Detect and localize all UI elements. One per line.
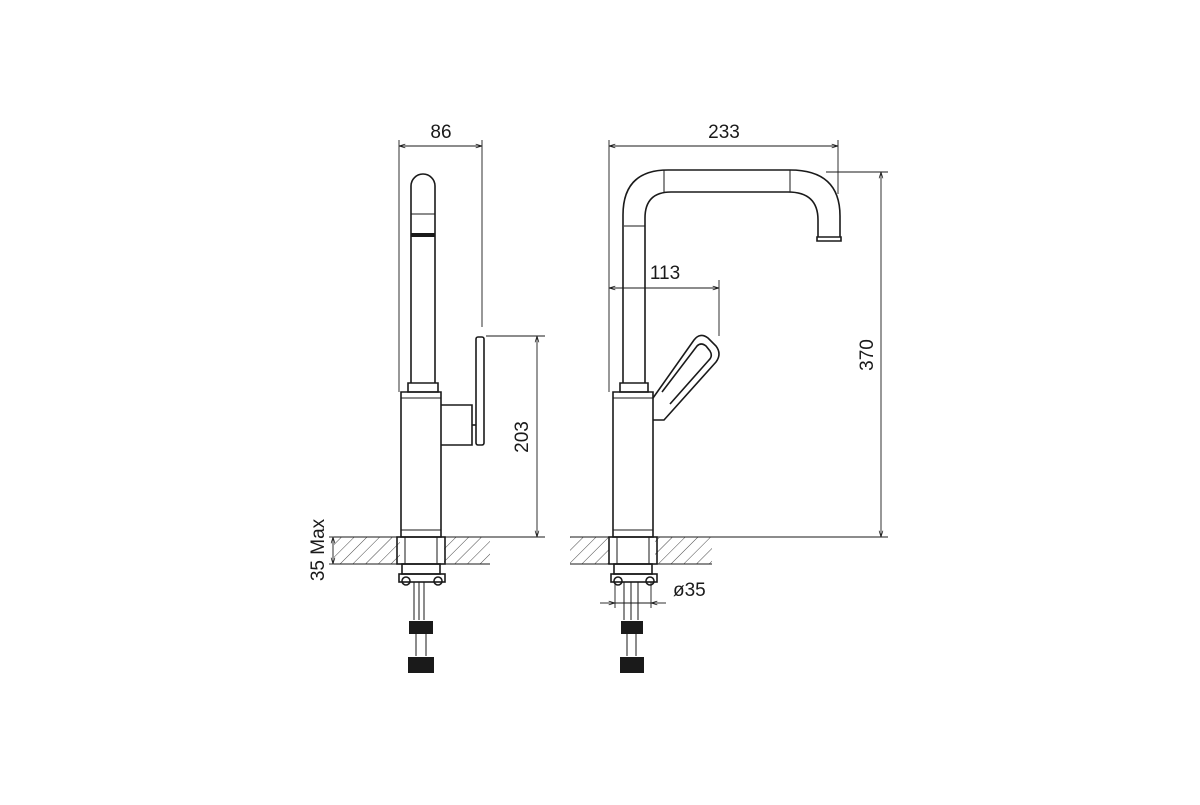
front-body <box>612 391 654 538</box>
dim-total-height: 370 <box>826 171 888 537</box>
front-mounting <box>608 536 658 673</box>
front-countertop <box>570 536 888 565</box>
front-view: 233 113 370 ø35 <box>570 122 888 673</box>
dim-deck-thickness: 35 Max <box>308 518 334 581</box>
dim-label-86: 86 <box>430 122 451 143</box>
dim-label-370: 370 <box>857 339 878 371</box>
side-mounting <box>396 536 446 673</box>
dim-label-233: 233 <box>708 122 740 143</box>
dim-body-height: 203 <box>486 335 545 538</box>
side-countertop <box>334 536 490 565</box>
dim-label-203: 203 <box>512 421 533 453</box>
side-handle <box>441 336 485 446</box>
side-aerator-band <box>411 233 435 237</box>
dim-side-width: 86 <box>398 122 483 392</box>
front-handle <box>652 334 720 421</box>
dim-front-width: 233 <box>608 122 839 392</box>
side-spout-tube <box>410 173 436 383</box>
dim-label-35-max: 35 Max <box>308 518 329 581</box>
side-view: 86 203 35 Max <box>308 122 545 673</box>
dim-label-113: 113 <box>650 263 680 284</box>
dim-spout-reach: 113 <box>609 263 720 336</box>
dim-label-o35: ø35 <box>673 580 706 601</box>
side-body <box>400 391 442 538</box>
front-spout <box>622 169 842 383</box>
dim-hole-diameter: ø35 <box>600 580 706 608</box>
